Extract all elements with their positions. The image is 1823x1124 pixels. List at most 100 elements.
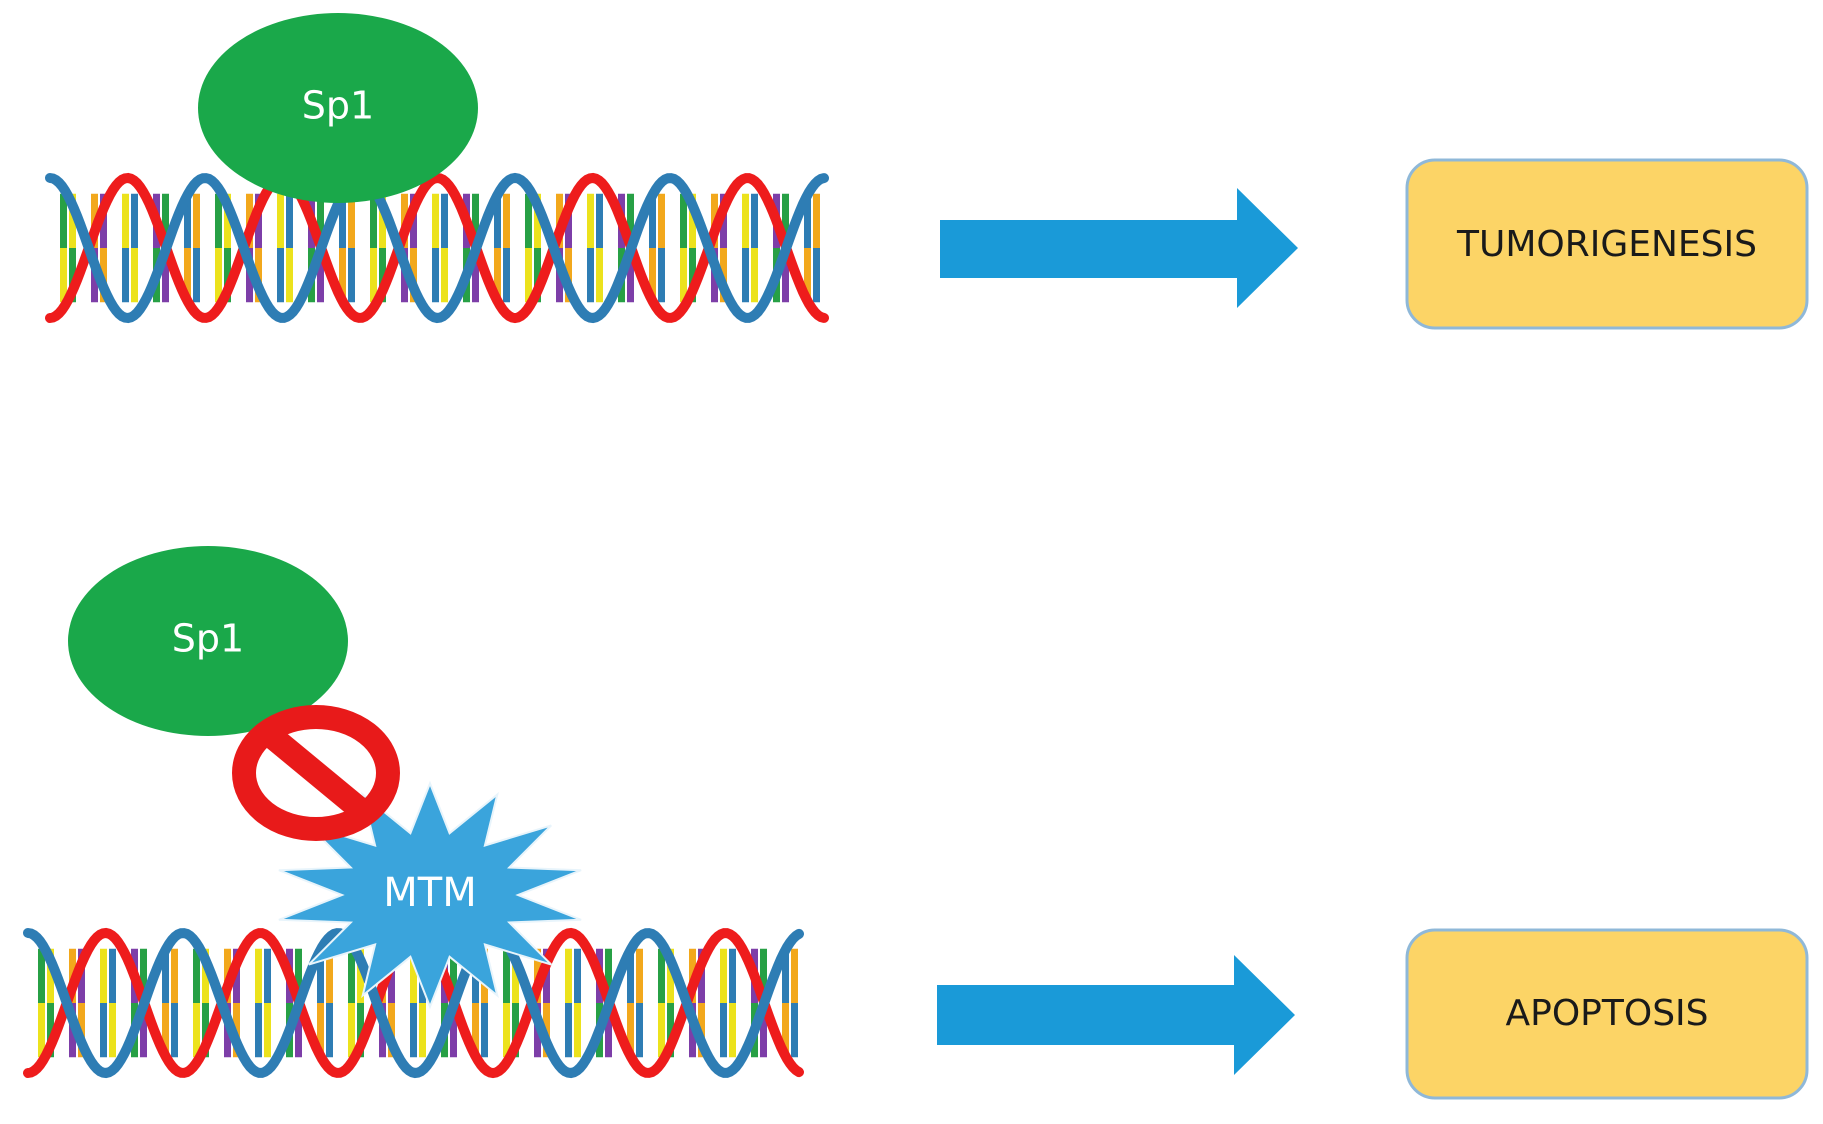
base-pair-segment <box>370 193 377 248</box>
base-pair-segment <box>782 193 789 248</box>
base-pair-segment <box>512 948 519 1003</box>
base-pair-segment <box>441 248 448 303</box>
base-pair-segment <box>264 948 271 1003</box>
base-pair-segment <box>441 193 448 248</box>
base-pair-segment <box>472 1003 479 1058</box>
base-pair-segment <box>494 248 501 303</box>
base-pair-segment <box>131 248 138 303</box>
base-pair-segment <box>689 193 696 248</box>
base-pair-segment <box>596 193 603 248</box>
base-pair-segment <box>565 1003 572 1058</box>
base-pair-segment <box>348 248 355 303</box>
base-pair-segment <box>317 948 324 1003</box>
base-pair-segment <box>565 948 572 1003</box>
base-pair-segment <box>742 193 749 248</box>
base-pair-segment <box>410 948 417 1003</box>
base-pair-segment <box>636 1003 643 1058</box>
tumorigenesis-label: TUMORIGENESIS <box>1456 224 1757 265</box>
base-pair-segment <box>450 948 457 1003</box>
apoptosis-box <box>1405 928 1809 1100</box>
base-pair-segment <box>587 193 594 248</box>
base-pair-segment <box>326 1003 333 1058</box>
base-pair-segment <box>649 248 656 303</box>
base-pair-segment <box>171 1003 178 1058</box>
base-pair-segment <box>813 248 820 303</box>
base-pair-segment <box>348 948 355 1003</box>
base-pair-segment <box>503 193 510 248</box>
base-pair-segment <box>348 1003 355 1058</box>
base-pair-segment <box>357 1003 364 1058</box>
arrow-to-apoptosis <box>937 955 1295 1075</box>
base-pair-segment <box>122 193 129 248</box>
base-pair-segment <box>605 948 612 1003</box>
base-pair-segment <box>813 193 820 248</box>
base-pair-segment <box>60 248 67 303</box>
base-pair-segment <box>432 193 439 248</box>
base-pair-segment <box>587 248 594 303</box>
base-pair-segment <box>326 948 333 1003</box>
base-pair-segment <box>680 193 687 248</box>
base-pair-segment <box>295 948 302 1003</box>
base-pair-segment <box>782 948 789 1003</box>
base-pair-segment <box>162 193 169 248</box>
base-pair-segment <box>224 248 231 303</box>
base-pair-segment <box>339 193 346 248</box>
base-pair-segment <box>140 1003 147 1058</box>
base-pair-segment <box>184 193 191 248</box>
base-pair-segment <box>472 248 479 303</box>
base-pair-segment <box>760 948 767 1003</box>
base-pair-segment <box>47 1003 54 1058</box>
base-pair-segment <box>751 193 758 248</box>
top-panel: Sp1 TUMORIGENESIS <box>45 13 1809 330</box>
base-pair-segment <box>729 948 736 1003</box>
base-pair-segment <box>804 193 811 248</box>
base-pair-segment <box>277 193 284 248</box>
base-pair-segment <box>494 193 501 248</box>
base-pair-segment <box>348 193 355 248</box>
base-pair-segment <box>432 248 439 303</box>
base-pair-segment <box>317 193 324 248</box>
base-pair-segment <box>627 1003 634 1058</box>
base-pair-segment <box>472 193 479 248</box>
base-pair-segment <box>184 248 191 303</box>
base-pair-segment <box>162 948 169 1003</box>
base-pair-segment <box>410 1003 417 1058</box>
sp1-protein-bottom <box>68 546 348 736</box>
base-pair-segment <box>215 248 222 303</box>
base-pair-segment <box>791 948 798 1003</box>
dna-strand-blue <box>23 927 804 1079</box>
base-pair-segment <box>162 248 169 303</box>
base-pair-segment <box>791 1003 798 1058</box>
base-pair-segment <box>658 1003 665 1058</box>
base-pair-segment <box>339 248 346 303</box>
base-pair-segment <box>122 248 129 303</box>
base-pair-segment <box>525 193 532 248</box>
base-pair-segment <box>627 193 634 248</box>
base-pair-segment <box>109 948 116 1003</box>
base-pair-segment <box>193 948 200 1003</box>
base-pair-segment <box>60 193 67 248</box>
base-pair-segment <box>277 248 284 303</box>
base-pair-segment <box>751 248 758 303</box>
base-pair-segment <box>38 1003 45 1058</box>
base-pair-segment <box>574 948 581 1003</box>
base-pair-segment <box>379 248 386 303</box>
base-pair-segment <box>224 193 231 248</box>
base-pair-segment <box>680 248 687 303</box>
base-pair-segment <box>658 248 665 303</box>
base-pair-segment <box>264 1003 271 1058</box>
base-pair-segment <box>481 1003 488 1058</box>
base-pair-segment <box>760 1003 767 1058</box>
base-pair-segment <box>286 248 293 303</box>
base-pair-segment <box>357 948 364 1003</box>
dna-strand-red <box>45 172 829 324</box>
base-pair-segment <box>202 1003 209 1058</box>
apoptosis-label: APOPTOSIS <box>1505 993 1708 1034</box>
base-pair-segment <box>525 248 532 303</box>
dna-helix-top <box>45 172 829 324</box>
base-pair-segment <box>596 248 603 303</box>
base-pair-segment <box>100 1003 107 1058</box>
base-pair-segment <box>649 193 656 248</box>
base-pair-segment <box>69 248 76 303</box>
base-pair-segment <box>100 948 107 1003</box>
